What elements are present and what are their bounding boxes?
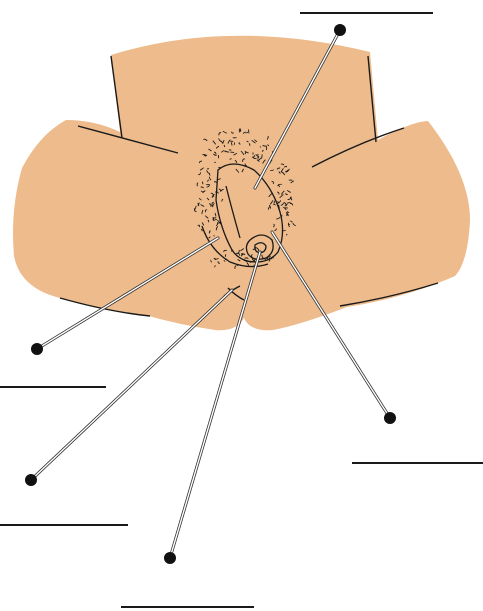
answer-line-left-upper[interactable]: [0, 386, 106, 388]
dot-right: [384, 412, 396, 424]
answer-line-top-right[interactable]: [300, 12, 433, 14]
hair-stroke: [205, 233, 206, 234]
dot-left-upper: [31, 343, 43, 355]
hair-stroke: [225, 254, 226, 256]
answer-line-bottom[interactable]: [121, 606, 254, 608]
answer-line-right[interactable]: [352, 462, 483, 464]
hair-stroke: [273, 257, 274, 258]
hair-stroke: [286, 234, 287, 235]
hair-stroke: [215, 162, 216, 163]
dot-top: [334, 24, 346, 36]
hair-stroke: [260, 147, 261, 148]
answer-line-left-lower[interactable]: [0, 524, 128, 526]
dot-bottom: [164, 552, 176, 564]
dot-left-lower: [25, 474, 37, 486]
